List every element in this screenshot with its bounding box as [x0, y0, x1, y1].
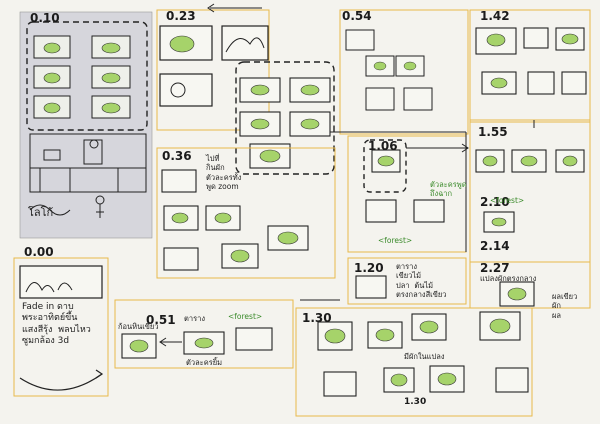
timestamp-1-30-small: 1.30 [404, 397, 427, 407]
scene-1-55 [469, 119, 591, 263]
caption-2-27: แปลงผักตรงกลาง [480, 274, 537, 283]
reference-sheet [19, 11, 153, 239]
note-0-51: ตาราง [184, 314, 205, 323]
intro-description: Fade in ดาบ พระอาทิตย์ขึ้น แสงสีรุ้ง พลบ… [22, 302, 91, 346]
logo-label: โลโก้ [28, 206, 54, 219]
timestamp-2-10: 2.10 [480, 195, 510, 209]
note-1-06-green: ตัวละครพูด ถึงฉาก [430, 180, 467, 199]
timestamp-0-54: 0.54 [342, 9, 372, 23]
timestamp-1-55: 1.55 [478, 125, 508, 139]
scene-0-54 [339, 9, 469, 135]
scene-0-51 [114, 299, 294, 369]
timestamp-0-36: 0.36 [162, 149, 192, 163]
scene-1-06 [347, 135, 469, 253]
note-forest-2: <forest> [228, 312, 263, 321]
note-forest-3: <forest> [490, 196, 525, 205]
side-note: ผลเขียว ผัก ผล [552, 292, 578, 320]
scene-1-30 [295, 307, 533, 417]
scene-1-20 [347, 257, 467, 305]
reference-room-sketch [29, 133, 147, 218]
reference-blobs [43, 42, 121, 114]
timestamp-1-30: 1.30 [302, 311, 332, 325]
timestamp-1-20: 1.20 [354, 261, 384, 275]
scene-0-36 [156, 147, 336, 279]
timestamp-2-27: 2.27 [480, 261, 510, 275]
timestamp-2-14: 2.14 [480, 239, 510, 253]
timestamp-1-06: 1.06 [368, 139, 398, 153]
timestamp-0-00: 0.00 [24, 245, 54, 259]
caption-scene-3: มีผักในแปลง [404, 352, 445, 361]
note-0-36: ไปที่ กินผัก ตัวละครทั้ง พูด zoom [206, 154, 242, 192]
caption-scene-1: ก้อนหินเขียว [118, 322, 159, 331]
scene-1-42 [469, 9, 591, 123]
scene-0-00 [13, 257, 109, 397]
timestamp-0-23: 0.23 [166, 9, 196, 23]
timestamp-1-42: 1.42 [480, 9, 510, 23]
timestamp-0-10: 0.10 [30, 11, 60, 25]
scene-0-23 [156, 3, 270, 131]
caption-scene-2: ตัวละครยิ้ม [186, 358, 223, 367]
connector-lines [300, 120, 535, 301]
note-1-20: ตาราง เขียวไม้ ปลา ต้นไม้ ตรงกลางสีเขียว [396, 262, 447, 300]
note-forest-1: <forest> [378, 236, 413, 245]
scene-group-dashed [235, 61, 335, 175]
timestamp-0-51: 0.51 [146, 313, 176, 327]
